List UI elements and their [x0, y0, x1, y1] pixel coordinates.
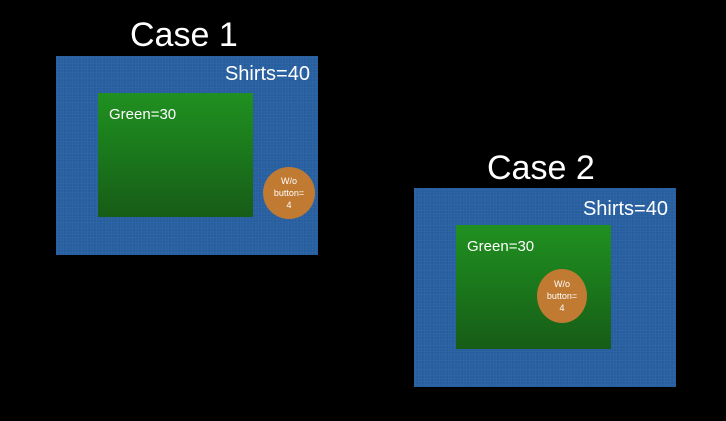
case-2-title: Case 2 — [487, 149, 595, 187]
case-2-green-region: Green=30 W/o button= 4 — [456, 225, 611, 349]
case-2-shirts-label: Shirts=40 — [582, 198, 668, 220]
case-1-shirts-label: Shirts=40 — [224, 63, 310, 85]
case-2-green-label: Green=30 — [467, 238, 535, 255]
case-1-without-button-circle: W/o button= 4 — [263, 167, 315, 219]
case-1-shirts-region: Shirts=40 Green=30 W/o button= 4 — [56, 56, 318, 255]
case-2-without-button-circle: W/o button= 4 — [537, 269, 587, 323]
case-2-shirts-region: Shirts=40 Green=30 W/o button= 4 — [414, 188, 676, 387]
case-1-green-region: Green=30 — [98, 93, 253, 217]
case-1-green-label: Green=30 — [109, 106, 177, 123]
case-1-title: Case 1 — [130, 16, 238, 54]
